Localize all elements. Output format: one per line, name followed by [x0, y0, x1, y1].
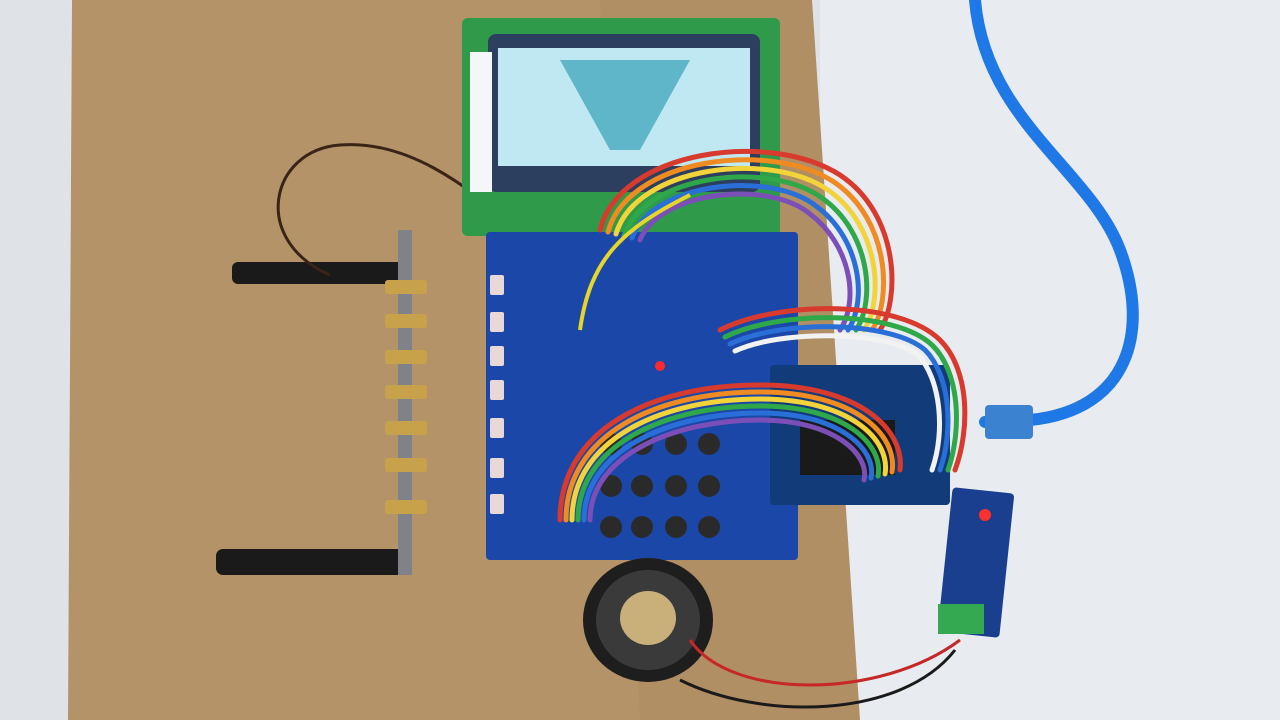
- lcd-logo-icon: [560, 60, 690, 150]
- speaker-wire-red: [688, 638, 961, 687]
- amplifier-module: [937, 487, 1014, 638]
- usb-connector: [985, 405, 1033, 439]
- status-led: [655, 361, 665, 371]
- yellow-jumper-wire: [578, 193, 691, 331]
- laser-mount-bracket: [216, 230, 427, 575]
- speaker-wire-black: [679, 649, 957, 709]
- blue-development-board: [486, 232, 798, 560]
- amplifier-led: [979, 509, 991, 521]
- speaker: [583, 558, 713, 682]
- table-shade: [820, 0, 1280, 720]
- ribbon-cables: [557, 148, 968, 523]
- led-column: [490, 275, 504, 514]
- terminal-block: [938, 604, 984, 634]
- usb-cable: [969, 0, 1139, 428]
